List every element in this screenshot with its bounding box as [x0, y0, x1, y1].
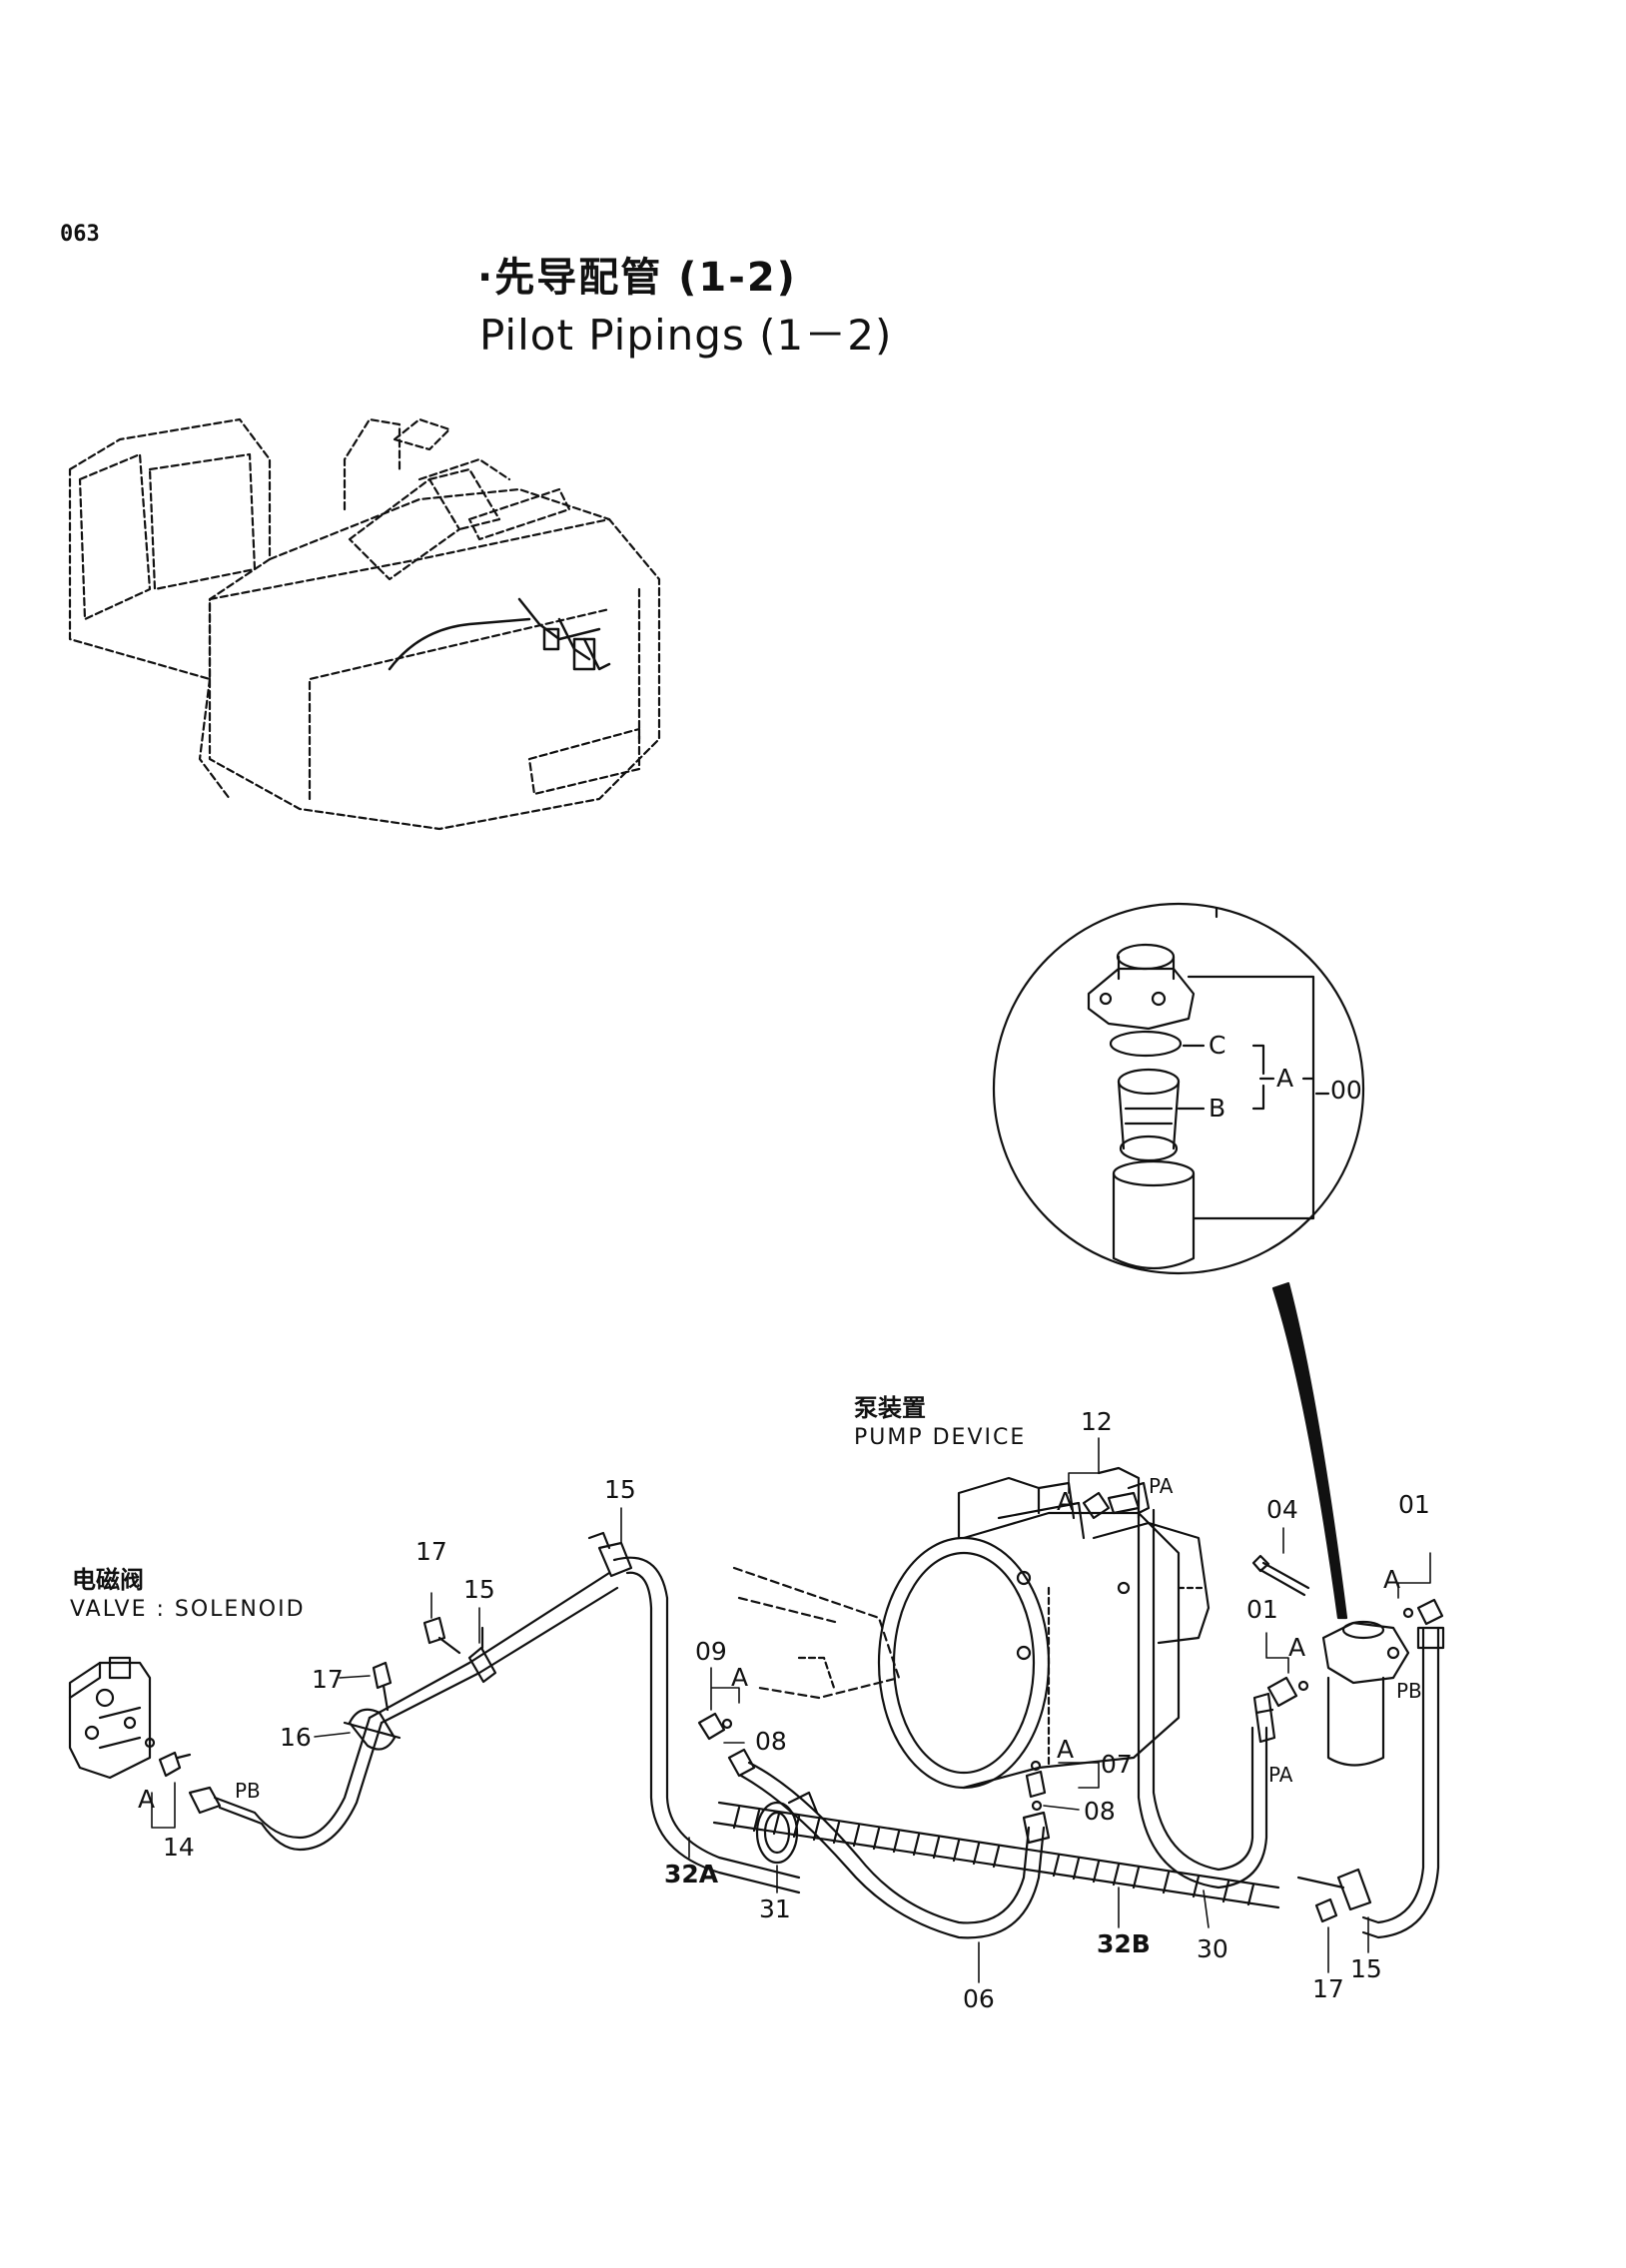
inset-leader-wedge	[1271, 1281, 1348, 1620]
callout-01-left: 01	[1246, 1595, 1278, 1624]
callout-14: 14	[163, 1833, 195, 1862]
fitting-07	[1025, 1760, 1047, 1812]
assembly-marker-a-14: A	[138, 1785, 155, 1814]
leader-lines	[151, 1437, 1431, 1983]
bolt-17-upper	[422, 1616, 461, 1655]
filter-detail-inset	[992, 902, 1365, 1275]
port-label-pa-right: PA	[1268, 1763, 1293, 1787]
fitting-pa-right	[1252, 1692, 1276, 1744]
fitting-14	[158, 1751, 192, 1778]
callout-15-middle: 15	[463, 1575, 495, 1604]
callout-16: 16	[280, 1723, 312, 1752]
assembly-marker-a-07: A	[1057, 1735, 1074, 1764]
clamp-15-middle	[467, 1626, 497, 1684]
solenoid-caption-cn: 电磁阀	[72, 1566, 144, 1594]
fitting-01-left	[1266, 1676, 1309, 1708]
port-label-pb-left: PB	[235, 1779, 261, 1803]
inset-label-a: A	[1276, 1064, 1293, 1093]
filter-head-part	[1087, 943, 1196, 1031]
page-title-english: Pilot Pipings (1－2)	[479, 311, 893, 360]
filter-bowl-part	[1112, 1159, 1196, 1270]
callout-15-right: 15	[1350, 1954, 1382, 1983]
port-label-pa-top: PA	[1149, 1474, 1174, 1498]
excavator-pipe-routing	[388, 597, 611, 671]
hose-pb-right	[1361, 1626, 1445, 1939]
hose-solenoid-pb	[188, 1716, 384, 1852]
fitting-12	[1082, 1481, 1151, 1520]
clamp-16	[343, 1708, 402, 1751]
bolt-17-lower	[372, 1661, 393, 1712]
clamp-15-top	[587, 1531, 633, 1578]
assembly-marker-a-01-left: A	[1288, 1633, 1305, 1662]
fitting-01-right	[1402, 1598, 1444, 1626]
callout-17-right: 17	[1312, 1974, 1344, 2003]
assembly-marker-a-12: A	[1057, 1487, 1074, 1516]
bolt-17-right	[1314, 1897, 1338, 1923]
callout-09: 09	[695, 1637, 727, 1666]
tee-15-right	[1296, 1868, 1372, 1911]
assembly-marker-a-09: A	[731, 1663, 748, 1692]
callout-31: 31	[759, 1894, 791, 1923]
hose-30	[1137, 1508, 1268, 1890]
filter-assembly	[1321, 1620, 1410, 1767]
pump-device-caption-en: PUMP DEVICE	[854, 1425, 1026, 1450]
solenoid-caption-en: VALVE : SOLENOID	[70, 1597, 306, 1622]
callout-08-left: 08	[755, 1727, 787, 1756]
callout-01-right: 01	[1398, 1490, 1430, 1519]
filter-element-part	[1117, 1068, 1181, 1162]
callout-12: 12	[1081, 1407, 1113, 1436]
inset-label-c: C	[1209, 1031, 1225, 1060]
bolt-04	[1251, 1554, 1310, 1597]
clamp-31	[755, 1791, 819, 1865]
callout-17-upper: 17	[415, 1537, 447, 1566]
callout-30: 30	[1197, 1934, 1228, 1963]
page-number: 063	[60, 222, 100, 247]
pump-device-caption-cn: 泵装置	[854, 1394, 926, 1422]
hose-32b-protector	[712, 1801, 1280, 1909]
assembly-marker-a-01-right: A	[1383, 1565, 1400, 1594]
page-title-chinese: ·先导配管 (1-2)	[477, 255, 797, 301]
solenoid-valve-illustration	[68, 1656, 156, 1780]
callout-04: 04	[1266, 1495, 1298, 1524]
excavator-overview-illustration	[68, 417, 661, 831]
callout-17-lower: 17	[312, 1665, 344, 1694]
inset-label-b: B	[1209, 1094, 1225, 1123]
hose-32a	[612, 1556, 801, 1894]
o-ring-part	[1109, 1030, 1183, 1058]
callout-08-right: 08	[1084, 1797, 1116, 1826]
callout-07: 07	[1101, 1750, 1133, 1779]
callout-06: 06	[963, 1984, 995, 2013]
callout-32a: 32A	[664, 1860, 719, 1889]
callout-15-top: 15	[604, 1475, 636, 1504]
fitting-09	[697, 1712, 733, 1741]
inset-label-part: 00	[1330, 1076, 1362, 1105]
pump-device-illustration	[732, 1466, 1211, 1790]
port-label-pb-right: PB	[1396, 1679, 1422, 1703]
callout-32b: 32B	[1097, 1929, 1151, 1958]
